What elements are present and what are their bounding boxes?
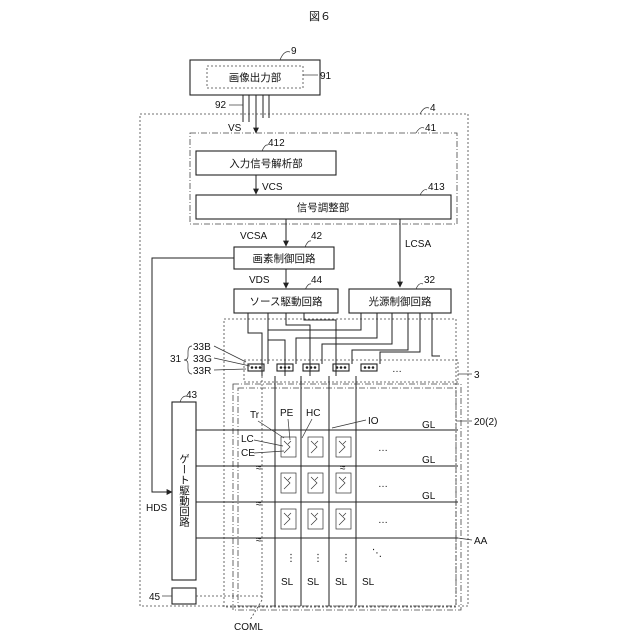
col-ellipsis-1: ⋮ bbox=[286, 553, 296, 564]
ref-4: 4 bbox=[430, 103, 436, 114]
label-pe: PE bbox=[280, 408, 294, 419]
source-drive-label: ソース駆動回路 bbox=[250, 295, 323, 308]
light-control-label: 光源制御回路 bbox=[369, 295, 432, 308]
block-45 bbox=[172, 588, 196, 604]
ref-9: 9 bbox=[291, 46, 297, 57]
row-ellipsis-2: … bbox=[378, 479, 388, 490]
label-hc: HC bbox=[306, 408, 320, 419]
label-tr: Tr bbox=[250, 410, 260, 421]
ref-42: 42 bbox=[311, 231, 323, 242]
led-ellipsis: … bbox=[392, 364, 402, 375]
signal-coml: COML bbox=[234, 622, 263, 633]
ref-33r-leader bbox=[214, 369, 246, 370]
svg-text:≈: ≈ bbox=[256, 535, 262, 546]
signal-hds: HDS bbox=[146, 503, 167, 514]
signal-lcsa: LCSA bbox=[405, 239, 431, 250]
led-groups bbox=[248, 364, 377, 371]
image-output-label: 画像出力部 bbox=[229, 71, 282, 84]
ref-44: 44 bbox=[311, 275, 323, 286]
ref-41: 41 bbox=[425, 123, 437, 134]
ref-9-leader bbox=[280, 52, 290, 60]
ref-3: 3 bbox=[474, 370, 480, 381]
pixel-label-leaders bbox=[254, 419, 366, 453]
ref-413: 413 bbox=[428, 182, 445, 193]
signal-vs: VS bbox=[228, 123, 242, 134]
signal-adjust-label: 信号調整部 bbox=[297, 201, 350, 214]
signal-vds: VDS bbox=[249, 275, 270, 286]
label-ce: CE bbox=[241, 448, 255, 459]
gate-lines bbox=[196, 430, 458, 538]
ref-33r: 33R bbox=[193, 366, 211, 377]
ref-32-leader bbox=[416, 284, 423, 289]
row-ellipsis-1: … bbox=[378, 443, 388, 454]
ref-33g: 33G bbox=[193, 354, 212, 365]
aa-leader bbox=[458, 538, 472, 540]
signal-vcs: VCS bbox=[262, 182, 283, 193]
row-ellipsis-3: … bbox=[378, 515, 388, 526]
ref-412: 412 bbox=[268, 138, 285, 149]
aa-label: AA bbox=[474, 536, 488, 547]
gl-label-3: GL bbox=[422, 491, 436, 502]
ref-45: 45 bbox=[149, 592, 161, 603]
gl-label-1: GL bbox=[422, 420, 436, 431]
ref-413-leader bbox=[420, 190, 427, 195]
label-io: IO bbox=[368, 416, 379, 427]
ref-33b: 33B bbox=[193, 342, 211, 353]
signal-vcsa: VCSA bbox=[240, 231, 268, 242]
gl-label-2: GL bbox=[422, 455, 436, 466]
ref-31: 31 bbox=[170, 354, 182, 365]
ref-20: 20(2) bbox=[474, 417, 497, 428]
ref-33g-leader bbox=[214, 358, 250, 366]
svg-text:≈: ≈ bbox=[256, 499, 262, 510]
sl-label-1: SL bbox=[281, 577, 294, 588]
input-analysis-label: 入力信号解析部 bbox=[229, 157, 303, 170]
ref-32: 32 bbox=[424, 275, 436, 286]
ref-43: 43 bbox=[186, 390, 198, 401]
label-lc: LC bbox=[241, 434, 254, 445]
ref-31-brace bbox=[184, 346, 192, 374]
light-control-wiring bbox=[268, 313, 440, 364]
col-ellipsis-2: ⋮ bbox=[313, 553, 323, 564]
ref-41-leader bbox=[416, 128, 424, 133]
figure-title: 図６ bbox=[309, 10, 331, 23]
sl-label-3: SL bbox=[335, 577, 348, 588]
svg-text:≈: ≈ bbox=[340, 463, 346, 474]
svg-text:≈: ≈ bbox=[256, 463, 262, 474]
ref-4-leader bbox=[420, 108, 429, 114]
col-ellipsis-3: ⋮ bbox=[341, 553, 351, 564]
sl-label-2: SL bbox=[307, 577, 320, 588]
diag-ellipsis: ⋱ bbox=[372, 548, 382, 559]
ref-33b-leader bbox=[214, 346, 246, 362]
pixel-cells bbox=[281, 437, 351, 529]
gate-drive-label: ゲート駆動回路 bbox=[178, 453, 190, 527]
pixel-control-label: 画素制御回路 bbox=[253, 252, 316, 265]
light-source-3-boundary bbox=[244, 360, 458, 382]
ref-92: 92 bbox=[215, 100, 227, 111]
sl-label-4: SL bbox=[362, 577, 375, 588]
ref-91: 91 bbox=[320, 71, 332, 82]
